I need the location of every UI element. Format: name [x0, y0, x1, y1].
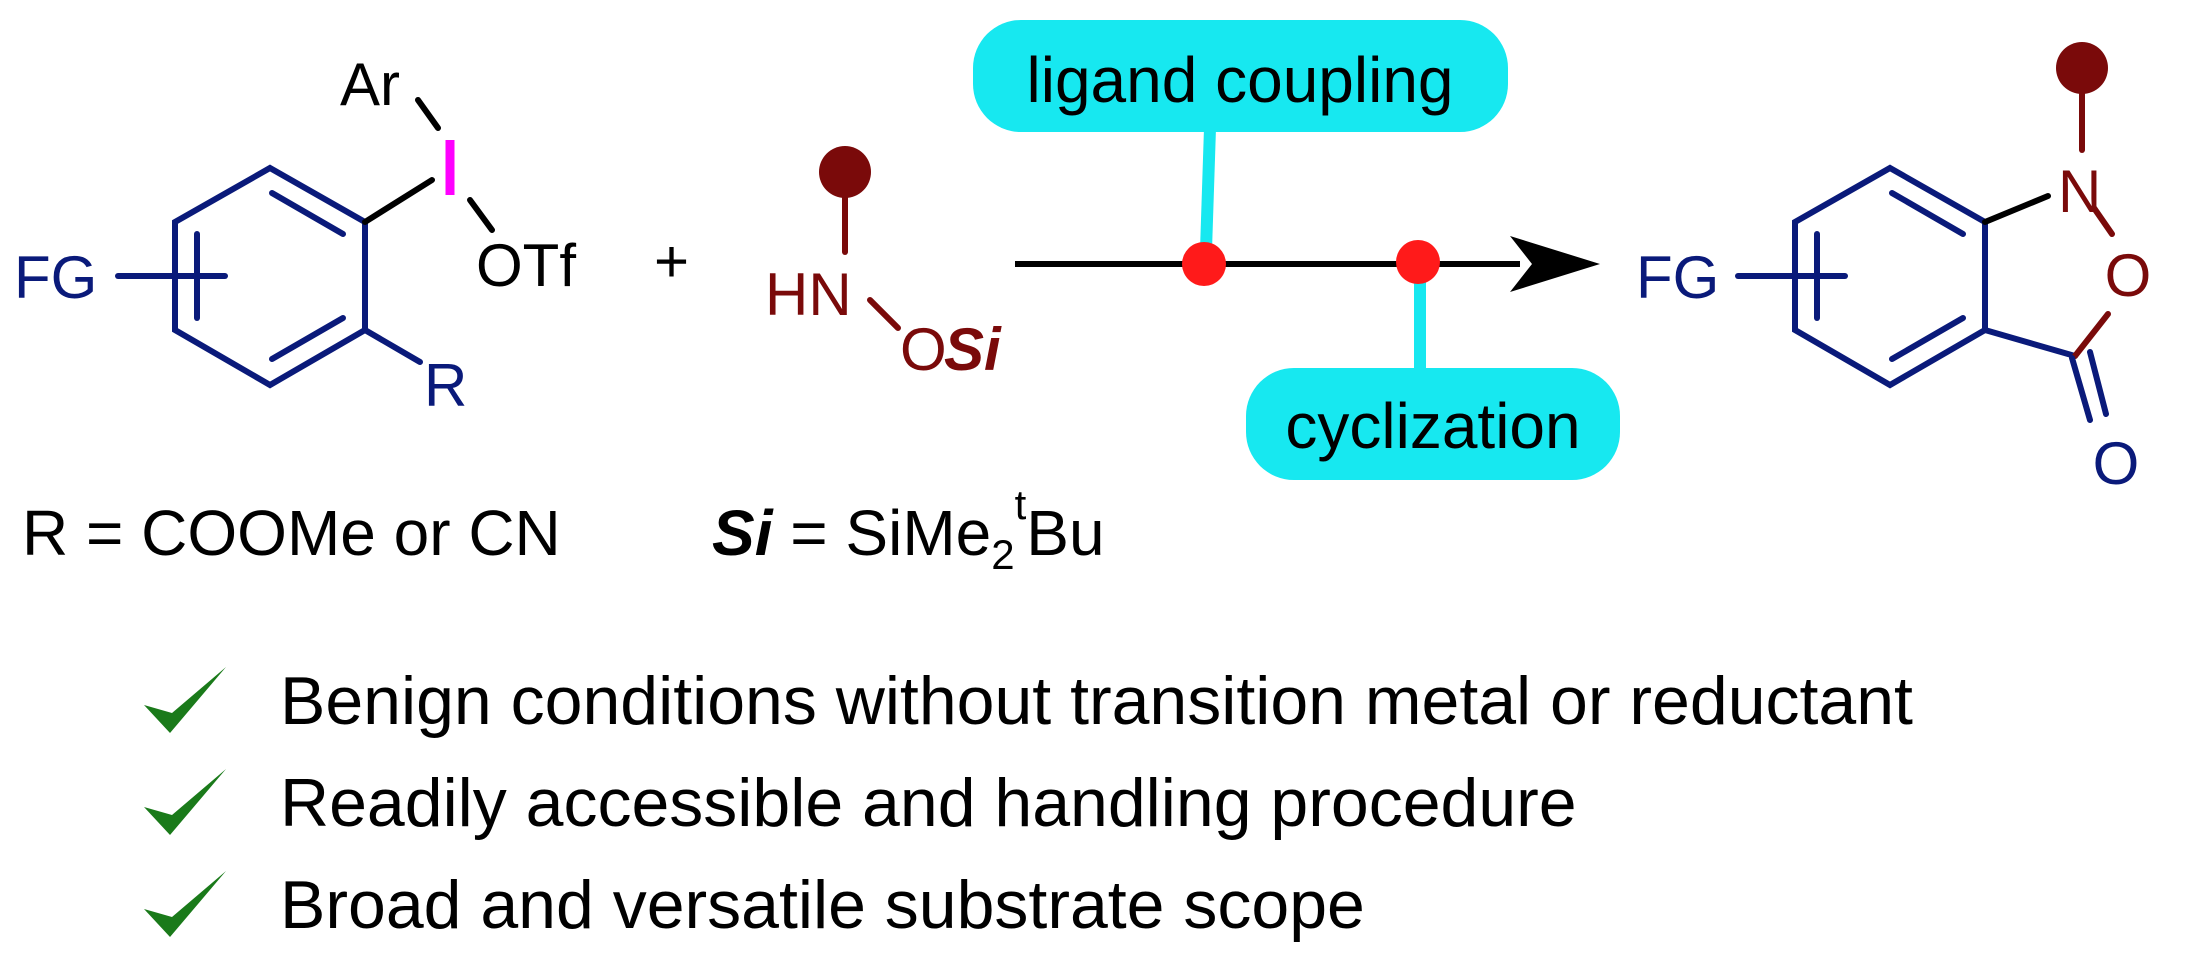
- plus-sign: +: [654, 228, 689, 295]
- feature-text: Broad and versatile substrate scope: [280, 867, 1365, 943]
- reactant-a-ci-bond: [362, 177, 435, 225]
- reactant-a-otf-bond: [467, 197, 495, 233]
- reactant-a-r-bond: [362, 327, 423, 365]
- feature-item: Broad and versatile substrate scope: [140, 854, 1913, 956]
- product-substituent-dot: [2056, 42, 2108, 94]
- feature-list: Benign conditions without transition met…: [140, 650, 1913, 956]
- feature-item: Benign conditions without transition met…: [140, 650, 1913, 752]
- checkmark-icon: [144, 871, 226, 937]
- reactant-a-double-bond-2: [269, 315, 346, 362]
- ligand-coupling-label: ligand coupling: [1027, 44, 1454, 116]
- product-carbonyl-bond-2: [2087, 349, 2109, 417]
- si-label: Si: [944, 316, 1002, 383]
- ar-label: Ar: [340, 51, 400, 118]
- si-definition-sup: t: [1015, 481, 1027, 528]
- o-label: O: [900, 316, 947, 383]
- si-definition: Si = SiMe2tBu: [712, 481, 1105, 578]
- product-o-carbonyl-label: O: [2093, 430, 2140, 497]
- reactant-b: HN O Si: [765, 146, 1002, 383]
- product-cn-bond: [1982, 193, 2051, 225]
- product-n-label: N: [2058, 158, 2101, 225]
- r-definition: R = COOMe or CN: [22, 497, 561, 569]
- product-fg-label: FG: [1636, 244, 1719, 311]
- feature-text: Benign conditions without transition met…: [280, 663, 1913, 739]
- si-definition-eq: = SiMe: [772, 497, 991, 569]
- checkmark-icon: [144, 769, 226, 835]
- step1-bubble: [973, 20, 1508, 132]
- fg-label: FG: [14, 244, 97, 311]
- feature-text: Readily accessible and handling procedur…: [280, 765, 1577, 841]
- otf-label: OTf: [476, 232, 576, 299]
- step2-bubble: [1246, 368, 1620, 480]
- product-carbonyl-bond-1: [2069, 355, 2093, 423]
- si-definition-sub: 2: [991, 531, 1014, 578]
- reactant-b-no-bond: [867, 297, 901, 331]
- reactant-a: Ar OTf FG R: [14, 51, 576, 419]
- checkmark-icon: [144, 667, 226, 733]
- arrow-head: [1510, 236, 1600, 292]
- product-co-ring-bond: [2072, 311, 2111, 359]
- si-definition-symbol: Si: [712, 497, 774, 569]
- product-cc-bond: [1982, 327, 2078, 359]
- hn-label: HN: [765, 261, 852, 328]
- product: FG N O O: [1636, 42, 2151, 497]
- reaction-arrow: ligand coupling cyclization: [973, 20, 1620, 480]
- step1-dot: [1182, 242, 1226, 286]
- product-double-bond-2: [1889, 315, 1966, 362]
- r-label: R: [424, 352, 467, 419]
- product-no-bond: [2091, 205, 2115, 237]
- product-o-ring-label: O: [2105, 242, 2152, 309]
- cyclization-label: cyclization: [1285, 390, 1580, 462]
- reactant-a-ar-bond: [415, 97, 441, 131]
- reactant-a-double-bond-1: [269, 190, 346, 237]
- step2-dot: [1396, 240, 1440, 284]
- substituent-dot: [819, 146, 871, 198]
- si-definition-tail: Bu: [1026, 497, 1104, 569]
- feature-item: Readily accessible and handling procedur…: [140, 752, 1913, 854]
- step1-connector: [1200, 127, 1216, 251]
- product-double-bond-1: [1889, 190, 1966, 237]
